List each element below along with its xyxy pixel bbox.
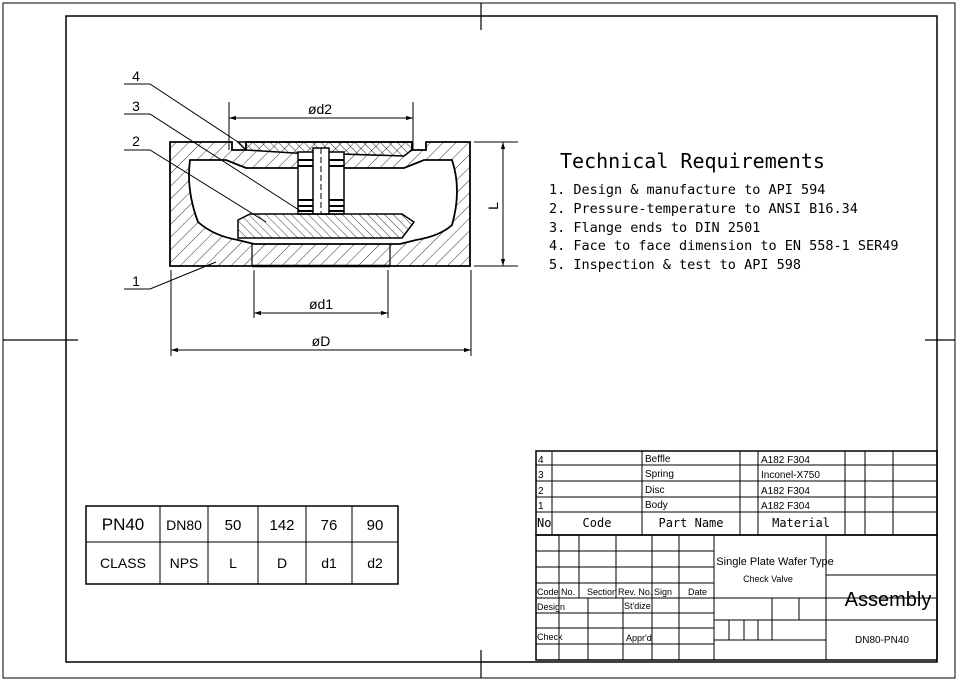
part-name-3: Spring <box>645 469 674 480</box>
tb-label-section: Section <box>587 587 617 597</box>
spec-d: 142 <box>269 517 294 534</box>
part-no-1: 1 <box>538 501 544 512</box>
spec-table: PN40 DN80 50 142 76 90 CLASS NPS L D d1 … <box>85 505 399 585</box>
part-name-4: Beffle <box>645 454 671 465</box>
requirement-3: 3. Flange ends to DIN 2501 <box>549 220 760 236</box>
spec-dn: DN80 <box>166 517 202 533</box>
tb-label-date: Date <box>688 587 707 597</box>
dim-D-label: øD <box>312 333 331 349</box>
part-no-4: 4 <box>538 455 544 466</box>
inner-frame <box>65 15 938 663</box>
valve-section <box>169 141 471 268</box>
dim-L-label: L <box>485 202 501 210</box>
requirement-4: 4. Face to face dimension to EN 558-1 SE… <box>549 238 899 254</box>
requirement-5: 5. Inspection & test to API 598 <box>549 257 801 273</box>
part-material-2: A182 F304 <box>761 486 810 497</box>
technical-title: Technical Requirements <box>560 149 825 173</box>
parts-header-material: Material <box>772 516 830 530</box>
spec-l-label: L <box>229 555 237 571</box>
requirement-2: 2. Pressure-temperature to ANSI B16.34 <box>549 201 858 217</box>
parts-list: 4 Beffle A182 F304 3 Spring Inconel-X750… <box>535 450 938 536</box>
spec-d1: 76 <box>321 517 338 534</box>
part-material-4: A182 F304 <box>761 455 810 466</box>
title-block: Code No. Section Rev. No. Sign Date Desi… <box>535 534 938 661</box>
tb-label-rev-no: Rev. No. <box>618 587 652 597</box>
product-title-line2: Check Valve <box>743 574 793 584</box>
product-title-line1: Single Plate Wafer Type <box>716 556 833 568</box>
part-no-3: 3 <box>538 470 544 481</box>
tb-label-stdize: St'dize <box>624 601 651 611</box>
spec-class-label: CLASS <box>100 555 146 571</box>
tb-label-design: Design <box>537 602 565 612</box>
spec-d2-label: d2 <box>367 555 383 571</box>
tb-label-sign: Sign <box>654 587 672 597</box>
part-no-2: 2 <box>538 486 544 497</box>
spec-l: 50 <box>225 517 242 534</box>
tb-label-code: Code <box>537 587 559 597</box>
requirement-1: 1. Design & manufacture to API 594 <box>549 182 825 198</box>
tb-label-no: No. <box>561 587 575 597</box>
drawing-type: Assembly <box>845 589 932 611</box>
parts-header-no: No <box>537 516 551 530</box>
dim-d2-label: ød2 <box>308 101 332 117</box>
dimension-lines <box>124 83 518 356</box>
disc <box>237 213 416 239</box>
part-name-2: Disc <box>645 485 664 496</box>
parts-header-part-name: Part Name <box>658 516 723 530</box>
spec-d1-label: d1 <box>321 555 337 571</box>
part-name-1: Body <box>645 500 668 511</box>
part-material-1: A182 F304 <box>761 501 810 512</box>
parts-header-code: Code <box>583 516 612 530</box>
model-number: DN80-PN40 <box>855 635 909 646</box>
tb-label-apprd: Appr'd <box>626 633 652 643</box>
part-material-3: Inconel-X750 <box>761 470 820 481</box>
callout-1: 1 <box>132 273 140 289</box>
dim-d1-label: ød1 <box>309 296 333 312</box>
spec-d-label: D <box>277 555 287 571</box>
technical-requirements: Technical Requirements 1. Design & manuf… <box>549 149 899 273</box>
callout-4: 4 <box>132 68 140 84</box>
callout-2: 2 <box>132 133 140 149</box>
spec-d2: 90 <box>367 517 384 534</box>
tb-label-check: Check <box>537 632 563 642</box>
spec-nps-label: NPS <box>170 555 199 571</box>
callout-3: 3 <box>132 98 140 114</box>
spec-pn: PN40 <box>102 515 145 534</box>
